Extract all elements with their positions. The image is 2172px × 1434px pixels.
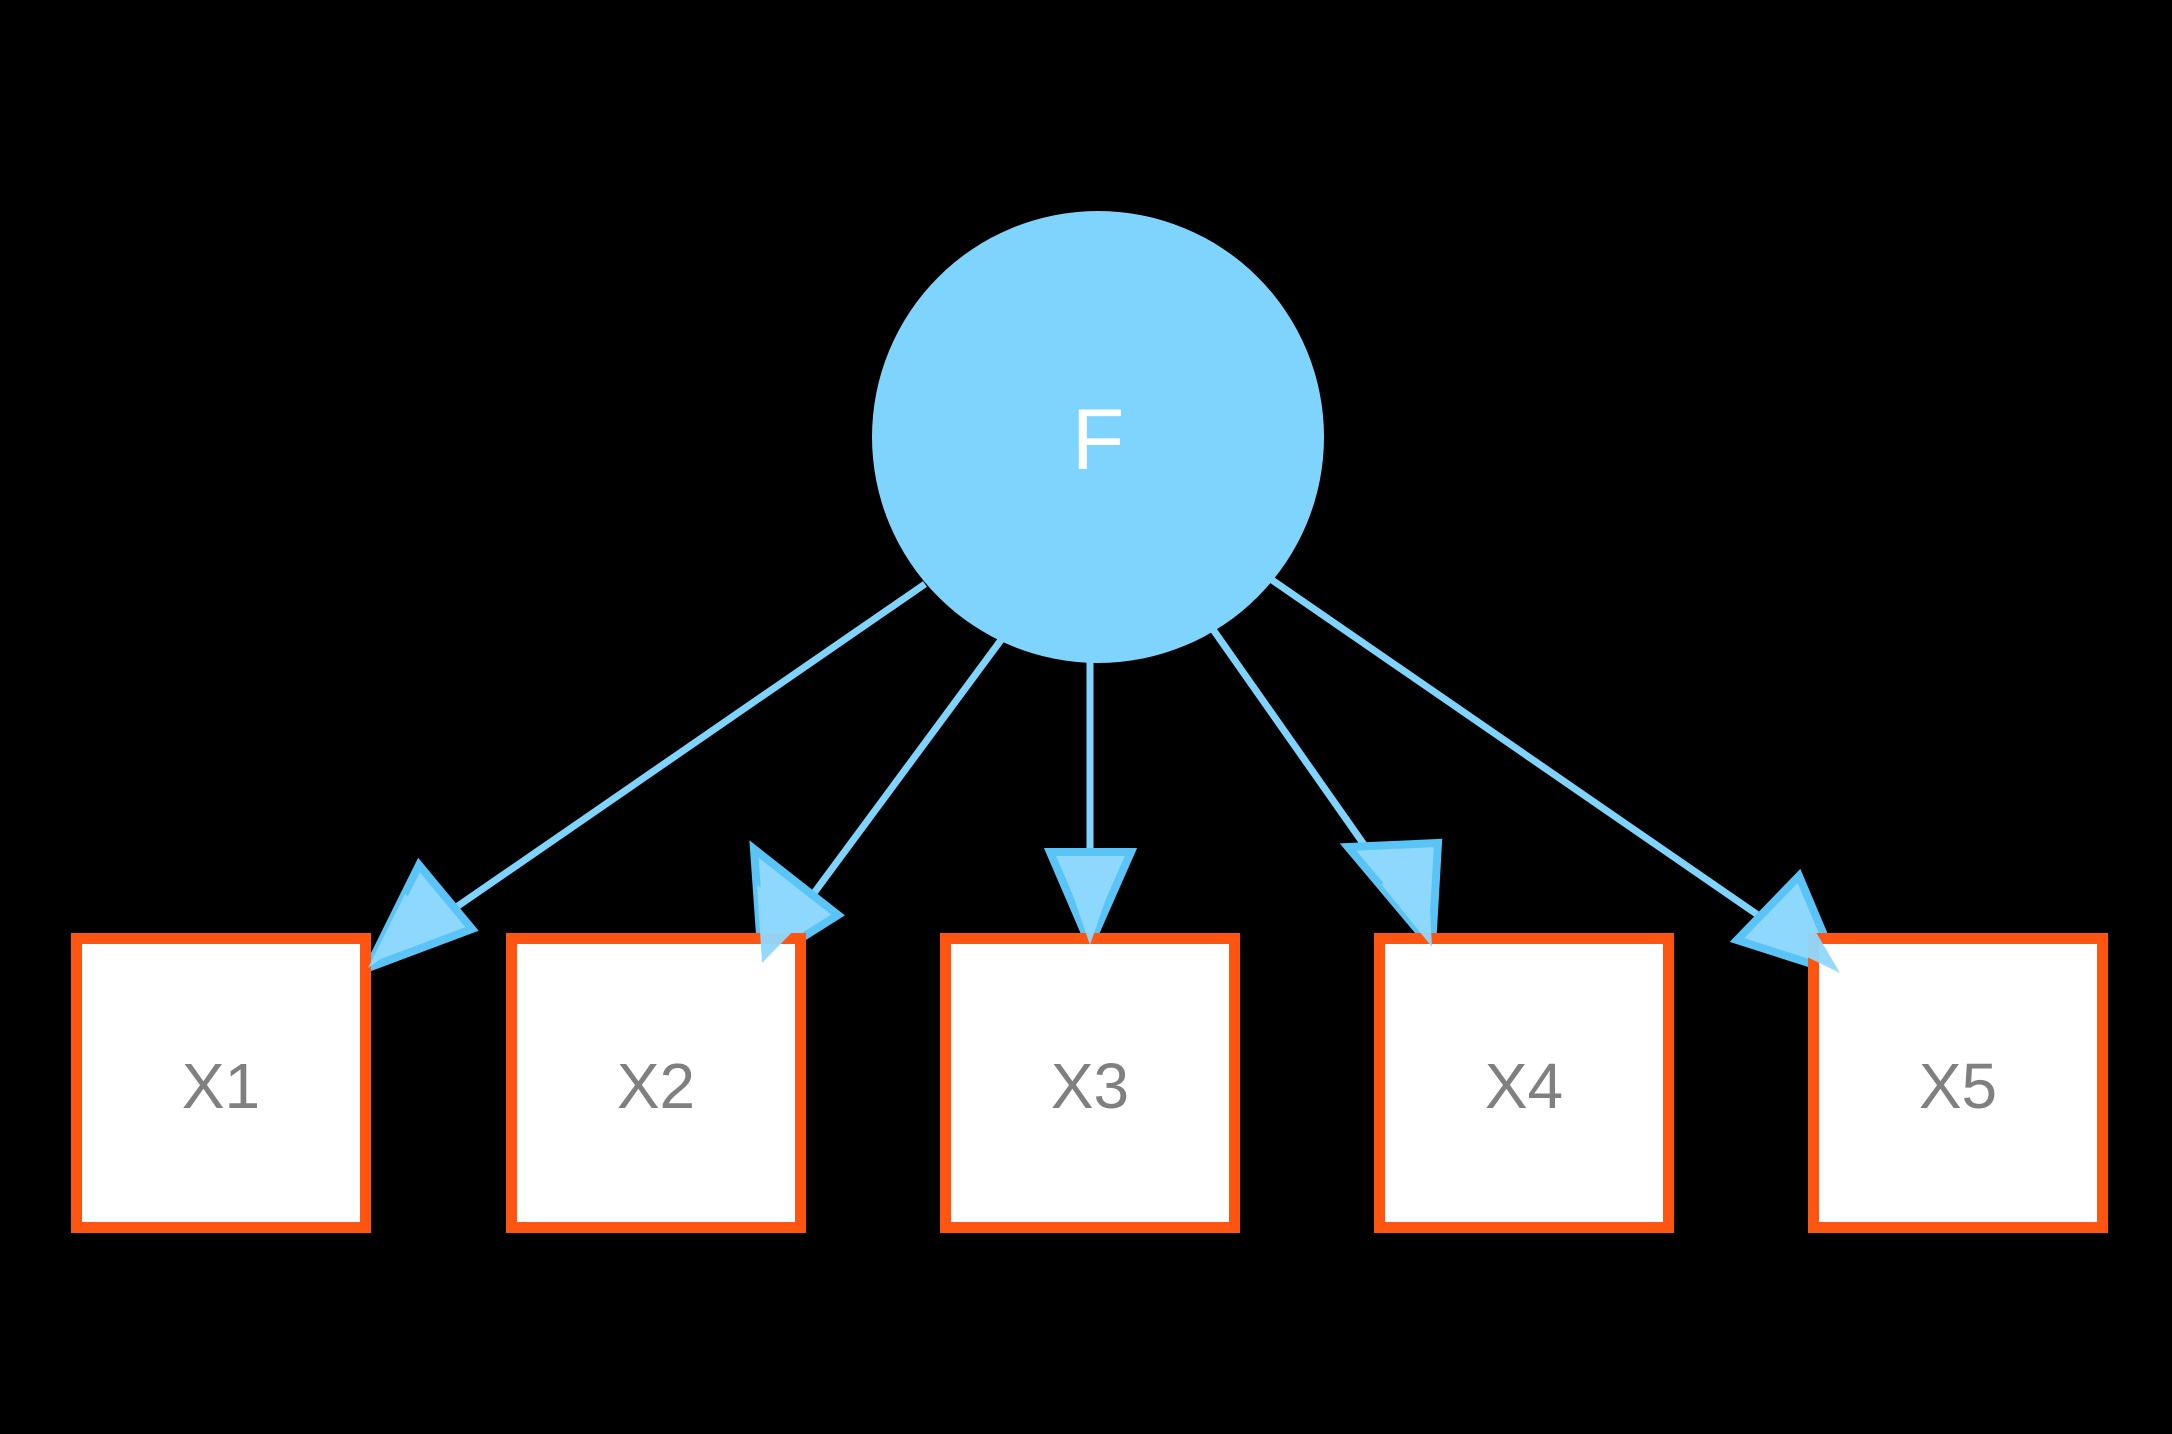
node-observed-x4[interactable]: X4 <box>1374 933 1674 1233</box>
observed-box-x5 <box>1808 933 2108 1233</box>
latent-factor-circle <box>872 211 1324 663</box>
latent-factor-label: F <box>1072 392 1125 488</box>
node-observed-x5[interactable]: X5 <box>1808 933 2108 1233</box>
node-observed-x1[interactable]: X1 <box>71 933 371 1233</box>
arrowhead-tip-x4 <box>1381 873 1432 947</box>
arrowhead-tips-overlay <box>368 872 1840 973</box>
observed-label-x3: X3 <box>1051 1050 1129 1122</box>
node-observed-x3[interactable]: X3 <box>940 933 1240 1233</box>
edge-line-f-x2 <box>797 637 1004 915</box>
node-observed-x2[interactable]: X2 <box>506 933 806 1233</box>
edge-f-to-x5[interactable] <box>1270 577 1848 980</box>
arrowhead-tip-x3 <box>1065 872 1115 945</box>
observed-box-x2 <box>506 933 806 1233</box>
observed-nodes-group: X1 X2 X3 X4 X5 <box>71 933 2108 1233</box>
observed-box-x1 <box>71 933 371 1233</box>
edge-f-to-x1[interactable] <box>359 581 927 976</box>
observed-label-x2: X2 <box>617 1050 695 1122</box>
edge-line-f-x5 <box>1270 577 1802 947</box>
node-latent-f[interactable]: F <box>872 211 1324 663</box>
arrowhead-tip-x5 <box>1772 905 1840 973</box>
edge-line-f-x1 <box>408 581 927 942</box>
arrowhead-tip-x2 <box>757 885 806 963</box>
observed-box-x4 <box>1374 933 1674 1233</box>
arrowhead-tip-x1 <box>368 894 435 968</box>
observed-label-x5: X5 <box>1919 1050 1997 1122</box>
observed-label-x4: X4 <box>1485 1050 1563 1122</box>
observed-label-x1: X1 <box>182 1050 260 1122</box>
